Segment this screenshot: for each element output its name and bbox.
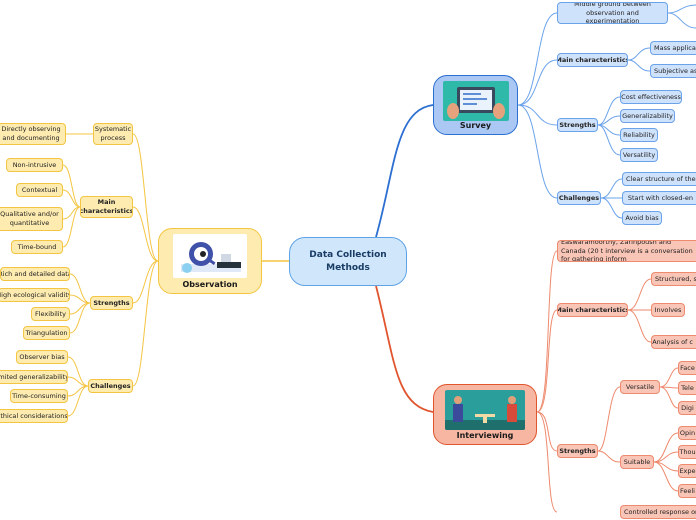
survey-illustration	[442, 81, 509, 121]
survey-challenges[interactable]: Challenges	[557, 191, 601, 205]
root-title-line1: Data Collection	[309, 250, 387, 261]
interviewing-definition[interactable]: Easwaramoorthy, Zarinpoush and Canada (2…	[557, 240, 696, 262]
root-topic[interactable]: Data Collection Methods	[289, 237, 407, 286]
observation-challenges[interactable]: Challenges	[88, 379, 133, 393]
interviewing-suitable-item[interactable]: Expe	[678, 464, 696, 478]
observation-main-item[interactable]: Non-intrusive	[6, 158, 63, 172]
interviewing-controlled-response[interactable]: Controlled response ord	[620, 505, 696, 519]
interviewing-main-characteristics[interactable]: Main characteristics	[557, 303, 628, 317]
interviewing-versatile-item[interactable]: Digi	[678, 401, 696, 415]
interviewing-main-item[interactable]: Structured, se	[651, 272, 696, 286]
interviewing-hub[interactable]: Interviewing	[433, 384, 537, 445]
interviewing-illustration	[445, 390, 525, 430]
interviewing-main-item[interactable]: Involves	[651, 303, 685, 317]
observation-main-item[interactable]: Time-bound	[11, 240, 63, 254]
survey-challenge-item[interactable]: Avoid bias	[622, 211, 662, 225]
survey-middle-ground[interactable]: Middle ground between observation and ex…	[557, 2, 668, 24]
survey-strength-item[interactable]: Reliability	[620, 128, 658, 142]
observation-title: Observation	[182, 280, 238, 289]
observation-challenge-item[interactable]: Ethical considerations	[0, 409, 68, 423]
survey-challenge-item[interactable]: Clear structure of the qu	[622, 172, 696, 186]
survey-main-characteristics[interactable]: Main characteristics	[557, 53, 628, 67]
observation-strength-item[interactable]: Rich and detailed data	[0, 267, 70, 281]
interviewing-main-item[interactable]: Analysis of c	[651, 335, 696, 349]
survey-strength-item[interactable]: Cost effectiveness	[620, 90, 682, 104]
survey-main-item[interactable]: Mass applicat	[650, 41, 696, 55]
interviewing-suitable-item[interactable]: Feeli	[678, 484, 696, 498]
observation-main-item[interactable]: Contextual	[16, 183, 63, 197]
survey-title: Survey	[459, 121, 492, 130]
observation-strength-item[interactable]: High ecological validity	[0, 288, 70, 302]
observation-challenge-item[interactable]: Observer bias	[16, 350, 68, 364]
observation-challenge-item[interactable]: Limited generalizability	[0, 370, 68, 384]
interviewing-suitable[interactable]: Suitable	[620, 455, 654, 469]
observation-strength-item[interactable]: Triangulation	[23, 326, 70, 340]
observation-main-item[interactable]: Qualitative and/or quantitative	[0, 207, 63, 231]
interviewing-title: Interviewing	[456, 431, 514, 440]
interviewing-suitable-item[interactable]: Thou	[678, 445, 696, 459]
survey-strength-item[interactable]: Generalizability	[620, 109, 675, 123]
survey-challenge-item[interactable]: Start with closed-en	[622, 191, 696, 205]
interviewing-suitable-item[interactable]: Opin	[678, 426, 696, 440]
observation-systematic-process[interactable]: Systematic process	[93, 123, 133, 145]
survey-strengths[interactable]: Strengths	[557, 118, 598, 132]
interviewing-versatile-item[interactable]: Face	[678, 361, 696, 375]
interviewing-versatile[interactable]: Versatile	[620, 380, 660, 394]
observation-strength-item[interactable]: Flexibility	[31, 307, 70, 321]
survey-hub[interactable]: Survey	[433, 75, 518, 135]
survey-strength-item[interactable]: Versatility	[620, 148, 658, 162]
observation-challenge-item[interactable]: Time-consuming	[10, 389, 68, 403]
survey-main-item[interactable]: Subjective asp	[650, 64, 696, 78]
interviewing-strengths[interactable]: Strengths	[557, 444, 598, 458]
observation-strengths[interactable]: Strengths	[90, 296, 133, 310]
root-title-line2: Methods	[326, 262, 370, 273]
interviewing-versatile-item[interactable]: Tele	[678, 381, 696, 395]
observation-hub[interactable]: Observation	[158, 228, 262, 294]
observation-main-characteristics[interactable]: Main characteristics	[80, 196, 133, 218]
observation-directly-observing[interactable]: Directly observing and documenting	[0, 123, 66, 145]
observation-illustration	[173, 234, 247, 278]
